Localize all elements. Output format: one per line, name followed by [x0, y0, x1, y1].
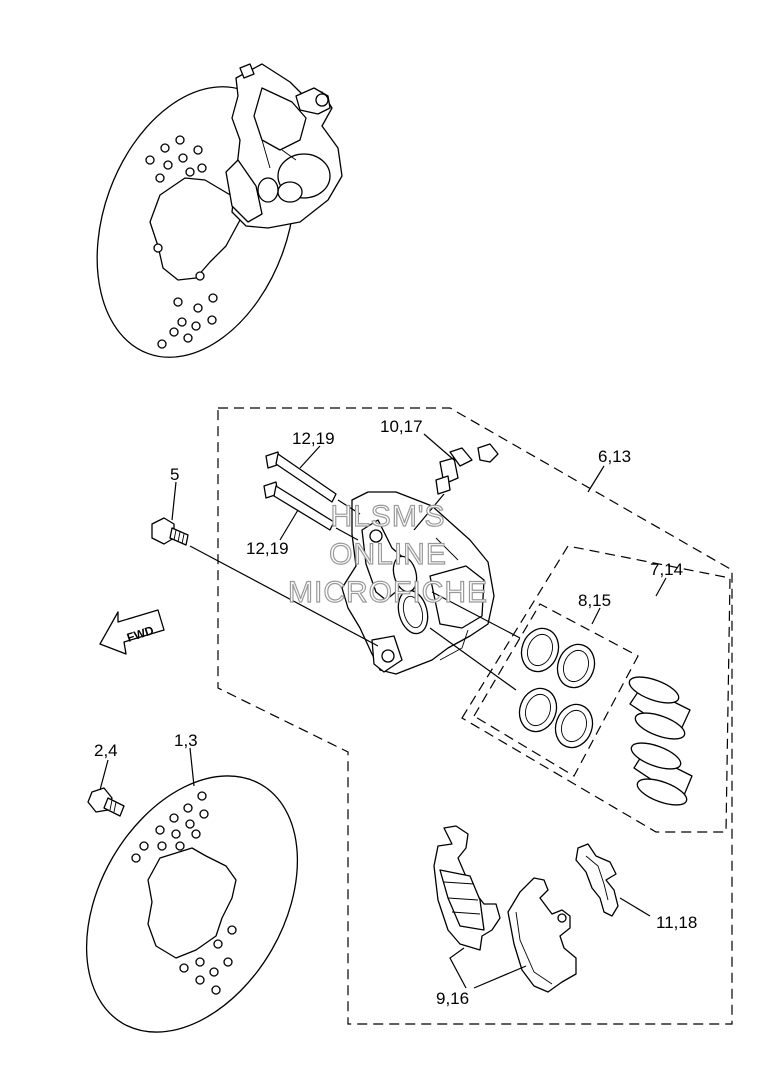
callout-6-13: 6,13	[598, 447, 631, 466]
bleed-screw	[413, 443, 499, 531]
forward-arrow: FWD	[99, 609, 165, 655]
callout-labels: 5 12,19 12,19 10,17 6,13 7,14 8,15 2,4 1…	[94, 417, 697, 1008]
watermark: HLSM'S ONLINE MICROFICHE	[287, 499, 488, 609]
callout-11-18: 11,18	[656, 913, 697, 932]
group-outlines	[217, 407, 733, 1025]
brake-pad-rear	[433, 825, 501, 951]
caliper-assembly-outline	[217, 407, 733, 1025]
caliper-pin-top	[265, 451, 361, 515]
piston-axis-line-lower	[429, 627, 517, 691]
piston-kit-outline	[461, 545, 731, 833]
assembled-brake-view	[96, 63, 343, 358]
callout-12-19-bottom: 12,19	[246, 539, 289, 558]
piston-seals	[518, 627, 596, 749]
seal-kit-outline	[473, 603, 639, 777]
callout-8-15: 8,15	[578, 591, 611, 610]
brake-pads	[433, 825, 577, 993]
callout-7-14: 7,14	[650, 560, 683, 579]
callout-5: 5	[170, 465, 179, 484]
caliper-bolts	[151, 443, 499, 647]
assembled-caliper	[225, 63, 343, 229]
watermark-line-2: ONLINE	[329, 538, 447, 571]
callout-12-19-top: 12,19	[292, 429, 335, 448]
pad-spring	[575, 843, 619, 917]
callout-10-17: 10,17	[380, 417, 423, 436]
caliper-mounting-bolt	[151, 517, 379, 647]
leader-lines	[99, 433, 667, 989]
assembled-disc-holes	[145, 135, 218, 349]
brake-disc-holes	[131, 791, 237, 995]
disc-bolt	[87, 787, 125, 817]
caliper-pin-bottom	[263, 481, 359, 541]
watermark-line-1: HLSM'S	[330, 500, 445, 533]
brake-pad-front	[507, 877, 577, 993]
callout-1-3: 1,3	[174, 731, 198, 750]
piston-axis-line	[431, 591, 521, 639]
callout-2-4: 2,4	[94, 741, 118, 760]
brake-disc	[85, 775, 299, 1033]
watermark-line-3: MICROFICHE	[288, 576, 488, 609]
callout-9-16: 9,16	[436, 989, 469, 1008]
caliper-pistons	[628, 676, 693, 806]
